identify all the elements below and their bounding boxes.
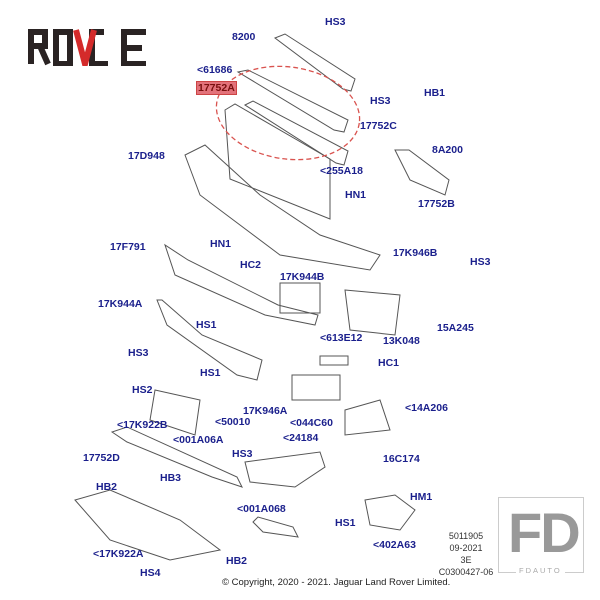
callout-label: HN1 bbox=[210, 238, 232, 250]
callout-label: 17F791 bbox=[110, 241, 146, 253]
callout-label: <001A06A bbox=[173, 434, 224, 446]
callout-label: <613E12 bbox=[320, 332, 363, 344]
highlight-circle bbox=[215, 65, 361, 161]
part-402A63 bbox=[364, 494, 416, 531]
part-17D948-bumper bbox=[184, 144, 381, 271]
drawing-date: 09-2021 bbox=[449, 543, 483, 553]
callout-label: <50010 bbox=[215, 416, 251, 428]
part-17K944A-grille bbox=[164, 243, 319, 326]
part-61686 bbox=[236, 69, 349, 133]
part-8A200 bbox=[394, 149, 450, 196]
part-13K048 bbox=[344, 289, 401, 336]
drawing-revision: 3E bbox=[460, 555, 472, 565]
callout-label: 17K946A bbox=[243, 405, 288, 417]
callout-label: HC2 bbox=[240, 259, 262, 271]
part-255A18-panel bbox=[224, 103, 331, 220]
callout-label-highlighted: 17752A bbox=[196, 81, 237, 95]
callout-label: <17K922B bbox=[117, 419, 168, 431]
callout-label: HN1 bbox=[345, 189, 367, 201]
callout-label: 17752C bbox=[360, 120, 397, 132]
callout-label: 16C174 bbox=[383, 453, 420, 465]
callout-label: HS4 bbox=[140, 567, 161, 579]
part-8200 bbox=[273, 33, 356, 92]
part-50010 bbox=[149, 389, 201, 436]
fdauto-text: FDAUTO bbox=[516, 566, 565, 575]
callout-label: <001A068 bbox=[237, 503, 286, 515]
callout-label: 15A245 bbox=[437, 322, 474, 334]
callout-label: 8200 bbox=[232, 31, 256, 43]
callout-label: <255A18 bbox=[320, 165, 363, 177]
callout-label: HM1 bbox=[410, 491, 433, 503]
callout-label: <044C60 bbox=[290, 417, 333, 429]
callout-label: 17K944B bbox=[280, 271, 325, 283]
callout-label: <17K922A bbox=[93, 548, 144, 560]
part-17752A-bracket bbox=[243, 100, 349, 166]
callout-label: HS2 bbox=[132, 384, 153, 396]
part-613E12 bbox=[319, 355, 349, 366]
callout-label: 17D948 bbox=[128, 150, 165, 162]
callout-label: <402A63 bbox=[373, 539, 416, 551]
callout-label: HB2 bbox=[226, 555, 248, 567]
callout-label: 17752D bbox=[83, 452, 120, 464]
callout-label: HS1 bbox=[196, 319, 217, 331]
part-001A068 bbox=[252, 516, 299, 538]
part-17K922A bbox=[74, 489, 222, 561]
part-14A206 bbox=[344, 399, 391, 436]
part-17K944B bbox=[279, 282, 321, 314]
callout-label: HS3 bbox=[325, 16, 346, 28]
callout-label: HB1 bbox=[424, 87, 446, 99]
callout-label: 17K946B bbox=[393, 247, 438, 259]
callout-label: 13K048 bbox=[383, 335, 420, 347]
callout-label: HB3 bbox=[160, 472, 182, 484]
callout-label: <24184 bbox=[283, 432, 319, 444]
callout-label: HS1 bbox=[200, 367, 221, 379]
callout-label: <14A206 bbox=[405, 402, 448, 414]
callout-label: HS3 bbox=[470, 256, 491, 268]
drawing-code: C0300427-06 bbox=[438, 567, 494, 577]
part-17K922B bbox=[110, 426, 243, 488]
rovce-logo bbox=[28, 29, 146, 66]
callout-label: HB2 bbox=[96, 481, 118, 493]
drawing-number: 5011905 bbox=[448, 531, 484, 541]
part-24184 bbox=[244, 451, 326, 488]
fd-logo: FD bbox=[508, 501, 581, 564]
callout-label: <61686 bbox=[197, 64, 233, 76]
callout-label: HC1 bbox=[378, 357, 400, 369]
part-044C60 bbox=[291, 374, 341, 401]
callout-label: HS3 bbox=[128, 347, 149, 359]
callout-label: 17752B bbox=[418, 198, 455, 210]
callout-label: 8A200 bbox=[432, 144, 463, 156]
part-17K944A-lower bbox=[156, 299, 263, 381]
callout-label: HS3 bbox=[370, 95, 391, 107]
copyright-notice: © Copyright, 2020 - 2021. Jaguar Land Ro… bbox=[222, 577, 451, 588]
callout-label: 17K944A bbox=[98, 298, 143, 310]
callout-label: HS1 bbox=[335, 517, 356, 529]
callout-label: HS3 bbox=[232, 448, 253, 460]
